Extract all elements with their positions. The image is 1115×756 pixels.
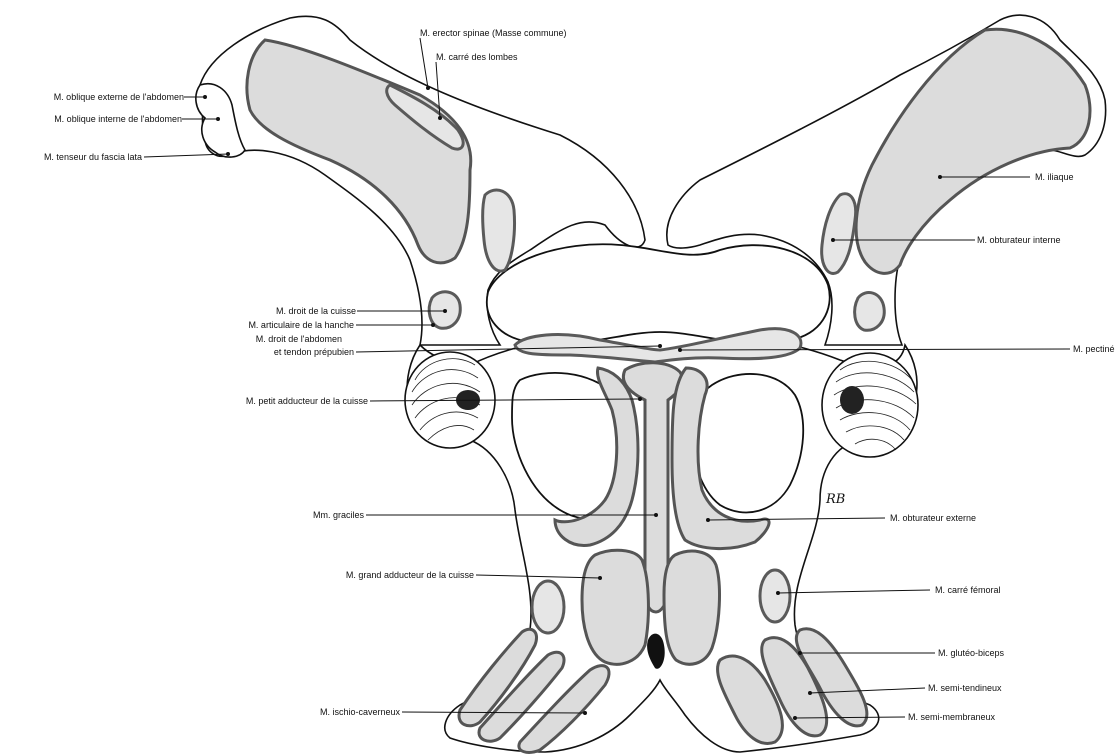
right-acetabulum xyxy=(822,353,918,457)
left-iliac-shaft-area xyxy=(483,190,515,271)
right-grand-adducteur-area xyxy=(664,551,719,664)
label-pectine: M. pectiné xyxy=(1073,344,1115,354)
label-semi-membraneux: M. semi-membraneux xyxy=(908,712,996,722)
label-iliaque: M. iliaque xyxy=(1035,172,1074,182)
label-erector-spinae: M. erector spinae (Masse commune) xyxy=(420,28,567,38)
label-gluteo-biceps: M. glutéo-biceps xyxy=(938,648,1005,658)
label-petit-adducteur: M. petit adducteur de la cuisse xyxy=(246,396,368,406)
right-carre-femoral-area xyxy=(760,570,790,622)
right-droit-cuisse-area xyxy=(855,293,885,331)
label-droit-abdomen-1: M. droit de l'abdomen xyxy=(256,334,342,344)
muscle-insertion-areas xyxy=(247,29,1090,752)
label-obturateur-interne: M. obturateur interne xyxy=(977,235,1061,245)
label-droit-cuisse: M. droit de la cuisse xyxy=(276,306,356,316)
right-obturator-foramen xyxy=(692,374,803,513)
label-articulaire-hanche: M. articulaire de la hanche xyxy=(248,320,354,330)
label-ischio-caverneux: M. ischio-caverneux xyxy=(320,707,401,717)
label-droit-abdomen-2: et tendon prépubien xyxy=(274,347,354,357)
label-oblique-interne: M. oblique interne de l'abdomen xyxy=(54,114,182,124)
left-carre-femoral-area xyxy=(532,581,564,633)
label-carre-lombes: M. carré des lombes xyxy=(436,52,518,62)
label-graciles: Mm. graciles xyxy=(313,510,365,520)
label-grand-adducteur: M. grand adducteur de la cuisse xyxy=(346,570,474,580)
label-carre-femoral: M. carré fémoral xyxy=(935,585,1001,595)
right-acetabulum-fossa xyxy=(840,386,864,414)
artist-signature: RB xyxy=(825,492,845,507)
label-semi-tendineux: M. semi-tendineux xyxy=(928,683,1002,693)
label-obturateur-externe: M. obturateur externe xyxy=(890,513,976,523)
label-tenseur-fascia: M. tenseur du fascia lata xyxy=(44,152,142,162)
left-grand-adducteur-area xyxy=(582,550,648,664)
label-oblique-externe: M. oblique externe de l'abdomen xyxy=(54,92,184,102)
